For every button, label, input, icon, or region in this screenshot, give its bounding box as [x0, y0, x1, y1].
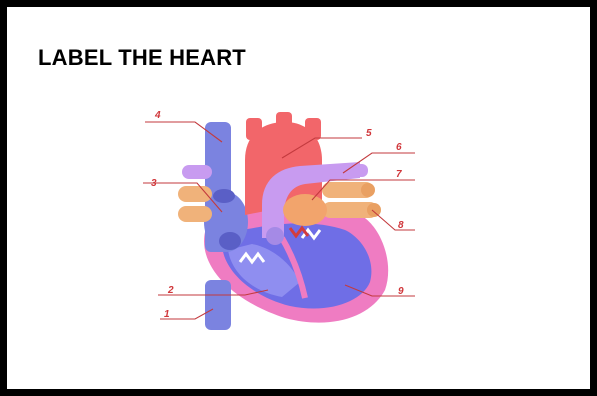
vein-end-1 — [361, 183, 375, 197]
vein-end-2 — [367, 203, 381, 217]
label-3: 3 — [151, 178, 157, 189]
label-9: 9 — [398, 286, 404, 297]
pulmonary-vein-left-2 — [178, 206, 212, 222]
label-8: 8 — [398, 220, 404, 231]
left-atrium — [283, 194, 327, 226]
inferior-vena-cava — [205, 280, 231, 330]
pulmonary-valve — [266, 227, 284, 245]
label-7: 7 — [396, 169, 402, 180]
aorta-branch-1 — [246, 118, 262, 140]
aorta-branch-3 — [305, 118, 321, 140]
pulmonary-branch-left-1 — [182, 165, 212, 179]
label-4: 4 — [154, 110, 161, 121]
label-6: 6 — [396, 142, 402, 153]
label-5: 5 — [366, 128, 372, 139]
atrium-opening-1 — [213, 189, 235, 203]
label-1: 1 — [164, 309, 170, 320]
label-2: 2 — [167, 285, 174, 296]
atrium-opening-2 — [219, 232, 241, 250]
aorta-branch-2 — [276, 112, 292, 134]
